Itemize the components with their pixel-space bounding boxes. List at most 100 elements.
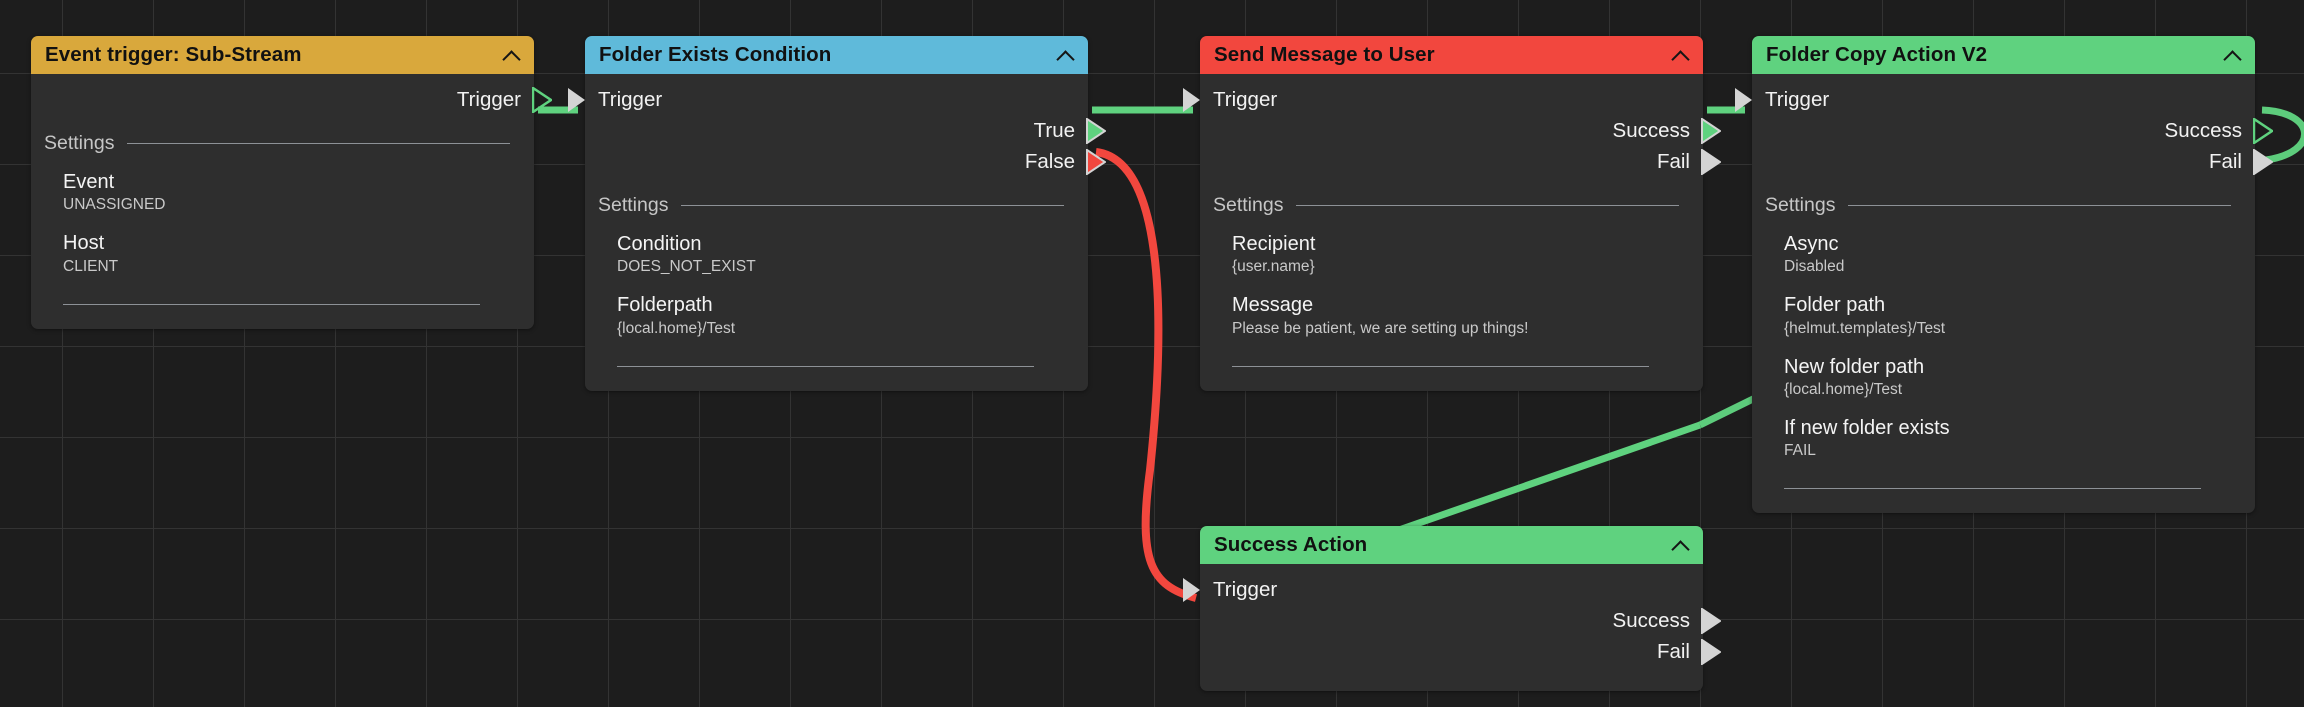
settings-bottom-divider (63, 303, 480, 305)
port-label: Success (1612, 608, 1690, 632)
port-label: Fail (2208, 149, 2242, 173)
chevron-up-icon[interactable] (2224, 46, 2242, 64)
output-port-fail[interactable]: Fail (1752, 146, 2273, 177)
node-success-action[interactable]: Success Action Trigger Success Fail (1183, 526, 1721, 691)
settings-divider (1296, 205, 1679, 206)
port-list: Trigger Success Fail (1183, 564, 1721, 667)
field-value: {helmut.templates}/Test (1784, 319, 1946, 337)
output-port-marker-fail[interactable] (1701, 638, 1721, 665)
port-list: Trigger Success Fail (1183, 74, 1721, 177)
port-label: Fail (1656, 149, 1690, 173)
settings-divider (127, 143, 510, 144)
output-port-marker-fail[interactable] (2253, 148, 2273, 175)
node-header-send-message[interactable]: Send Message to User (1200, 36, 1703, 74)
settings-bottom-divider (617, 365, 1034, 367)
node-body: Trigger True False Settings (568, 74, 1106, 391)
input-port-marker[interactable] (1183, 577, 1200, 602)
settings-header: Settings (1200, 194, 1679, 217)
output-port-trigger[interactable]: Trigger (31, 84, 552, 115)
settings-label: Settings (598, 194, 669, 216)
settings-header: Settings (585, 194, 1064, 217)
field-recipient[interactable]: Recipient {user.name} (1200, 233, 1679, 278)
input-port-trigger[interactable]: Trigger (1183, 574, 1703, 605)
field-value: UNASSIGNED (63, 196, 166, 214)
field-label: New folder path (1784, 355, 1925, 378)
node-send-message-to-user[interactable]: Send Message to User Trigger Success Fai… (1183, 36, 1721, 391)
port-label: Trigger (1213, 87, 1278, 111)
output-port-false[interactable]: False (585, 146, 1106, 177)
node-header-event-trigger[interactable]: Event trigger: Sub-Stream (31, 36, 534, 74)
settings-header: Settings (1752, 194, 2231, 217)
output-port-marker-fail[interactable] (1701, 148, 1721, 175)
body-padding (1752, 489, 2255, 513)
node-body: Trigger Success Fail Settings (1735, 74, 2273, 513)
settings-label: Settings (1765, 194, 1836, 216)
field-label: Async (1784, 233, 1839, 255)
node-body: Trigger Success Fail (1183, 564, 1721, 691)
chevron-up-icon[interactable] (1057, 46, 1075, 64)
port-label: Trigger (1213, 577, 1278, 601)
input-port-marker[interactable] (1735, 87, 1752, 112)
field-async[interactable]: Async Disabled (1752, 233, 2231, 278)
settings-divider (681, 205, 1064, 206)
output-port-fail[interactable]: Fail (1200, 636, 1721, 667)
field-new-folder-path[interactable]: New folder path {local.home}/Test (1752, 356, 2231, 401)
output-port-success[interactable]: Success (1200, 115, 1721, 146)
node-header-folder-copy[interactable]: Folder Copy Action V2 (1752, 36, 2255, 74)
settings-section: Settings Recipient {user.name} Message P… (1200, 194, 1703, 367)
field-message[interactable]: Message Please be patient, we are settin… (1200, 294, 1679, 339)
node-title: Folder Copy Action V2 (1766, 43, 1988, 66)
field-label: Folder path (1784, 294, 1886, 317)
output-port-true[interactable]: True (585, 115, 1106, 146)
input-port-trigger[interactable]: Trigger (568, 84, 1088, 115)
field-folder-path[interactable]: Folder path {helmut.templates}/Test (1752, 294, 2231, 339)
input-port-trigger[interactable]: Trigger (1735, 84, 2255, 115)
port-label: False (1024, 149, 1075, 173)
field-value: {local.home}/Test (1784, 381, 1903, 399)
field-value: {local.home}/Test (617, 319, 736, 337)
output-port-marker-success[interactable] (2253, 117, 2273, 144)
wire-condition-false-to-success-action (1095, 148, 1198, 602)
field-value: FAIL (1784, 442, 1816, 460)
output-port-marker-success[interactable] (1701, 117, 1721, 144)
field-folderpath[interactable]: Folderpath {local.home}/Test (585, 294, 1064, 339)
body-padding (31, 305, 534, 329)
node-header-folder-exists[interactable]: Folder Exists Condition (585, 36, 1088, 74)
node-folder-copy-action-v2[interactable]: Folder Copy Action V2 Trigger Success Fa… (1735, 36, 2273, 514)
field-value: Please be patient, we are setting up thi… (1232, 319, 1529, 337)
field-condition[interactable]: Condition DOES_NOT_EXIST (585, 233, 1064, 278)
output-port-marker-false[interactable] (1086, 148, 1106, 175)
settings-bottom-divider (1232, 365, 1649, 367)
output-port-success[interactable]: Success (1200, 605, 1721, 636)
field-value: {user.name} (1232, 258, 1315, 276)
node-folder-exists-condition[interactable]: Folder Exists Condition Trigger True Fal… (568, 36, 1106, 391)
field-host[interactable]: Host CLIENT (31, 232, 510, 277)
settings-divider (1848, 205, 2231, 206)
output-port-fail[interactable]: Fail (1200, 146, 1721, 177)
node-header-success-action[interactable]: Success Action (1200, 526, 1703, 564)
port-label: True (1033, 118, 1075, 142)
chevron-up-icon[interactable] (1672, 536, 1690, 554)
node-title: Send Message to User (1214, 43, 1435, 66)
settings-section: Settings Event UNASSIGNED Host CLIENT (31, 132, 534, 305)
output-port-marker[interactable] (532, 86, 552, 113)
settings-label: Settings (1213, 194, 1284, 216)
output-port-marker-success[interactable] (1701, 607, 1721, 634)
field-value: Disabled (1784, 258, 1845, 276)
field-if-new-folder-exists[interactable]: If new folder exists FAIL (1752, 417, 2231, 462)
node-event-trigger[interactable]: Event trigger: Sub-Stream Trigger Settin… (31, 36, 552, 329)
input-port-marker[interactable] (568, 87, 585, 112)
chevron-up-icon[interactable] (503, 46, 521, 64)
settings-label: Settings (44, 132, 115, 154)
input-port-trigger[interactable]: Trigger (1183, 84, 1703, 115)
input-port-marker[interactable] (1183, 87, 1200, 112)
field-event[interactable]: Event UNASSIGNED (31, 171, 510, 216)
output-port-marker-true[interactable] (1086, 117, 1106, 144)
body-padding (1200, 667, 1703, 691)
field-label: Message (1232, 294, 1314, 317)
output-port-success[interactable]: Success (1752, 115, 2273, 146)
chevron-up-icon[interactable] (1672, 46, 1690, 64)
field-label: Recipient (1232, 233, 1316, 255)
settings-section: Settings Condition DOES_NOT_EXIST Folder… (585, 194, 1088, 367)
